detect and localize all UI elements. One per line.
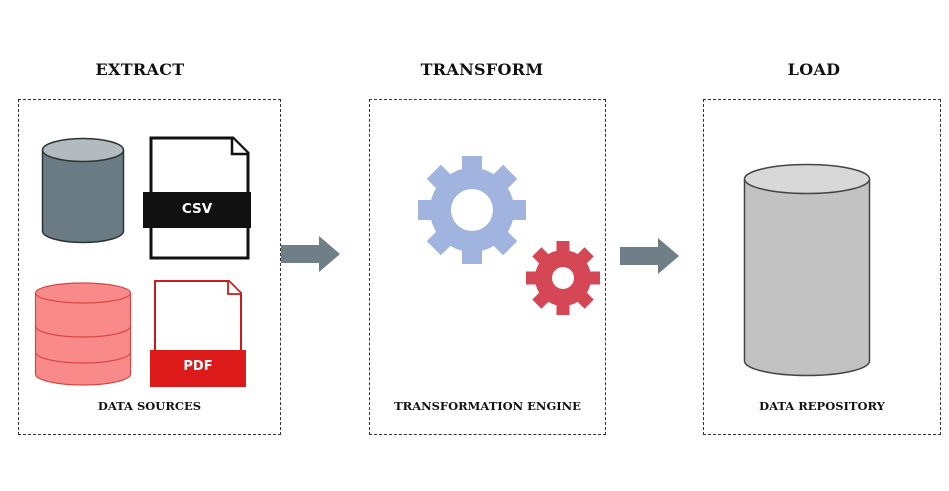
extract-panel: CSV PDF DATA SOURCES <box>18 99 281 435</box>
extract-title: EXTRACT <box>95 60 185 79</box>
large-gear-icon <box>418 156 526 264</box>
pdf-label: PDF <box>183 359 213 374</box>
transformation-engine-label: TRANSFORMATION ENGINE <box>394 399 581 413</box>
data-repository-icon <box>743 163 871 377</box>
load-panel: DATA REPOSITORY <box>703 99 941 435</box>
arrow-right-icon <box>620 238 679 274</box>
csv-label: CSV <box>181 201 213 217</box>
small-gear-icon <box>526 241 600 315</box>
data-sources-label: DATA SOURCES <box>97 399 202 413</box>
pdf-file-icon <box>150 280 246 387</box>
transform-title: TRANSFORM <box>420 60 544 79</box>
database-icon <box>41 137 125 244</box>
load-title: LOAD <box>787 60 841 79</box>
transform-panel: TRANSFORMATION ENGINE <box>369 99 606 435</box>
red-database-icon <box>34 282 132 386</box>
data-repository-label: DATA REPOSITORY <box>759 399 885 413</box>
arrow-right-icon <box>281 236 340 272</box>
csv-file-icon <box>143 136 251 260</box>
